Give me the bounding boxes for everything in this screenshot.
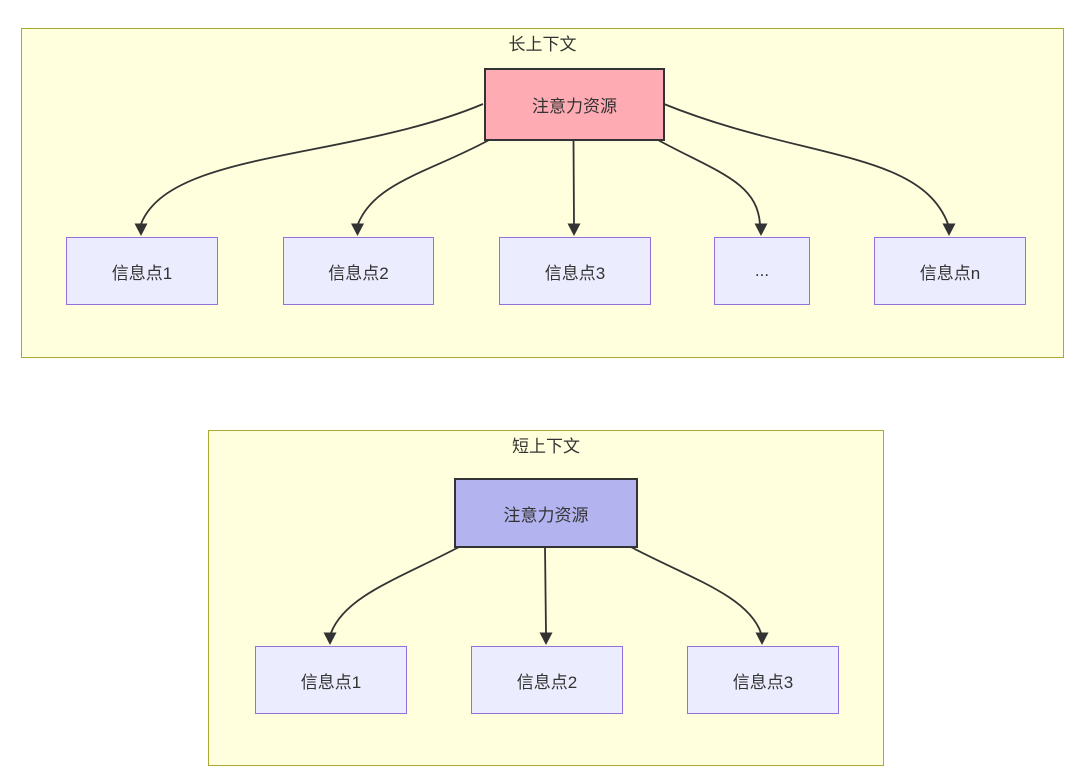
node-short-info-2-label: 信息点2 [516,672,578,692]
node-long-info-2: 信息点2 [283,237,434,305]
node-long-info-1: 信息点1 [66,237,218,305]
node-long-info-n: 信息点n [874,237,1026,305]
node-attention-short-label: 注意力资源 [503,505,589,525]
node-attention-short: 注意力资源 [454,478,638,548]
node-attention-long: 注意力资源 [484,68,665,141]
cluster-long-context-title: 长上下文 [508,35,577,54]
cluster-short-context-title: 短上下文 [512,437,580,456]
node-long-info-ellipsis-label: ... [754,261,770,280]
node-long-info-2-label: 信息点2 [328,263,389,283]
node-long-info-3: 信息点3 [499,237,651,305]
cluster-long-context: 长上下文 注意力资源 信息点1 信息点2 信息点3 ... 信息点n [21,28,1064,358]
node-short-info-3-label: 信息点3 [732,672,794,692]
node-short-info-3: 信息点3 [687,646,839,714]
cluster-short-context: 短上下文 注意力资源 信息点1 信息点2 信息点3 [208,430,884,766]
node-long-info-3-label: 信息点3 [544,263,606,283]
node-attention-long-label: 注意力资源 [532,97,617,116]
node-long-info-n-label: 信息点n [919,263,981,283]
node-short-info-1-label: 信息点1 [300,672,362,692]
node-long-info-1-label: 信息点1 [111,263,173,283]
node-short-info-2: 信息点2 [471,646,623,714]
node-short-info-1: 信息点1 [255,646,407,714]
node-long-info-ellipsis: ... [714,237,810,305]
